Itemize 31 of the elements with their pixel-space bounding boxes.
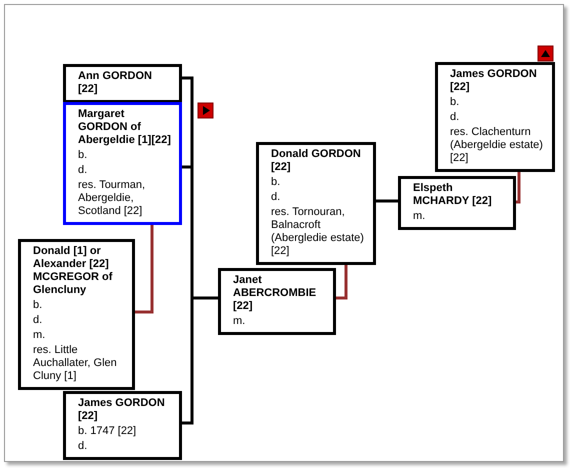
person-detail: d. (450, 111, 460, 124)
person-box (398, 176, 516, 230)
person-detail: m. (413, 210, 426, 223)
person-box (435, 62, 555, 172)
person-detail: d. (78, 440, 88, 453)
person-box (63, 64, 182, 103)
person-box (63, 102, 182, 225)
person-name: Ann GORDON [22] (78, 70, 153, 96)
family-line (336, 265, 348, 300)
person-detail: b. (450, 96, 460, 109)
family-line (516, 172, 520, 204)
person-detail: res. Tornouran, Balnacroft (Abergledie estate) [22] (271, 206, 365, 258)
family-line (135, 225, 154, 314)
person-detail: b. (271, 176, 282, 189)
person-detail: b. (33, 299, 44, 312)
person-detail: m. (33, 329, 46, 342)
person-detail: res. Clachenturn (Abergeldie estate) [22] (450, 126, 544, 165)
person-box (256, 142, 376, 265)
person-detail: m. (233, 315, 246, 328)
person-box (63, 391, 182, 460)
person-box (18, 239, 135, 390)
person-detail: d. (271, 191, 282, 204)
person-detail: res. Tourman, Abergeldie, Scotland [22] (78, 179, 146, 218)
family-line (376, 200, 398, 202)
person-detail: d. (78, 164, 88, 177)
person-detail: res. Little Auchallater, Glen Cluny [1] (33, 344, 118, 383)
person-detail: b. 1747 [22] (78, 425, 138, 438)
person-detail: b. (78, 149, 88, 162)
person-detail: d. (33, 314, 44, 327)
person-box (218, 268, 336, 335)
family-line (182, 296, 218, 424)
